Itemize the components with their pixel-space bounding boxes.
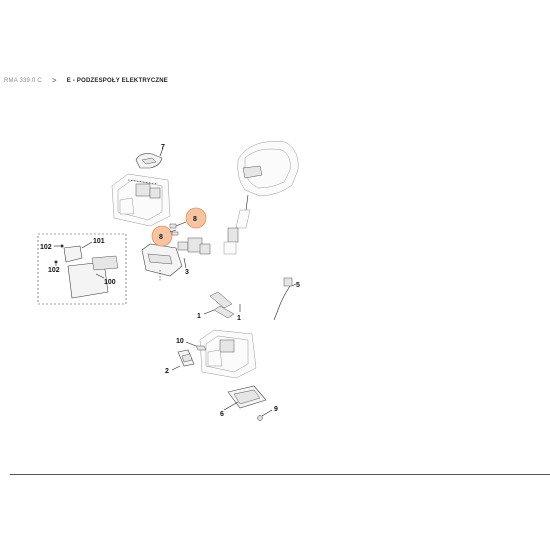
callout-2[interactable]: 2 bbox=[165, 368, 169, 375]
callout-9[interactable]: 9 bbox=[274, 406, 278, 413]
callout-8-upper[interactable]: 8 bbox=[193, 216, 197, 223]
callout-6[interactable]: 6 bbox=[220, 411, 224, 418]
breadcrumb-separator: > bbox=[51, 76, 57, 85]
callout-10[interactable]: 10 bbox=[176, 338, 184, 345]
callout-1-right[interactable]: 1 bbox=[237, 315, 241, 322]
main-housing-lower bbox=[199, 329, 257, 379]
section-title: - PODZESPOŁY ELEKTRYCZNE bbox=[70, 78, 168, 84]
highlight-8-upper[interactable] bbox=[185, 207, 207, 229]
part-8-upper: 8 bbox=[169, 207, 207, 229]
highlight-8-lower[interactable] bbox=[151, 225, 173, 247]
sub-assembly-box: 101 100 102 102 bbox=[37, 233, 127, 305]
part-8-lower: 8 bbox=[151, 225, 177, 247]
part-9: 9 bbox=[257, 406, 278, 421]
breadcrumb-current-section: E - PODZESPOŁY ELEKTRYCZNE bbox=[67, 78, 168, 84]
cover-part bbox=[223, 141, 299, 255]
part-101-shape bbox=[63, 245, 83, 263]
callout-3[interactable]: 3 bbox=[185, 269, 189, 276]
breadcrumb: RMA 339.0 C > E - PODZESPOŁY ELEKTRYCZNE bbox=[4, 76, 168, 85]
screw-icon bbox=[171, 231, 179, 236]
part-2: 2 bbox=[165, 349, 195, 375]
callout-1-left[interactable]: 1 bbox=[197, 313, 201, 320]
callout-102-upper[interactable]: 102 bbox=[40, 244, 52, 251]
main-housing-upper bbox=[111, 173, 171, 227]
part-1: 1 1 bbox=[197, 291, 241, 322]
callout-7[interactable]: 7 bbox=[161, 144, 165, 151]
callout-8-lower[interactable]: 8 bbox=[159, 234, 163, 241]
part-10: 10 bbox=[176, 338, 207, 351]
callout-5[interactable]: 5 bbox=[296, 282, 300, 289]
part-5: 5 bbox=[273, 277, 300, 321]
part-6: 6 bbox=[220, 385, 267, 418]
footer-divider bbox=[10, 474, 550, 475]
callout-101[interactable]: 101 bbox=[93, 238, 105, 245]
part-100-shape bbox=[67, 261, 109, 299]
callout-100[interactable]: 100 bbox=[104, 279, 116, 286]
part-3: 3 bbox=[141, 237, 211, 282]
part-7: 7 bbox=[135, 144, 165, 169]
callout-102-lower[interactable]: 102 bbox=[48, 267, 60, 274]
section-code: E bbox=[66, 78, 71, 84]
breadcrumb-model-link[interactable]: RMA 339.0 C bbox=[4, 78, 42, 84]
